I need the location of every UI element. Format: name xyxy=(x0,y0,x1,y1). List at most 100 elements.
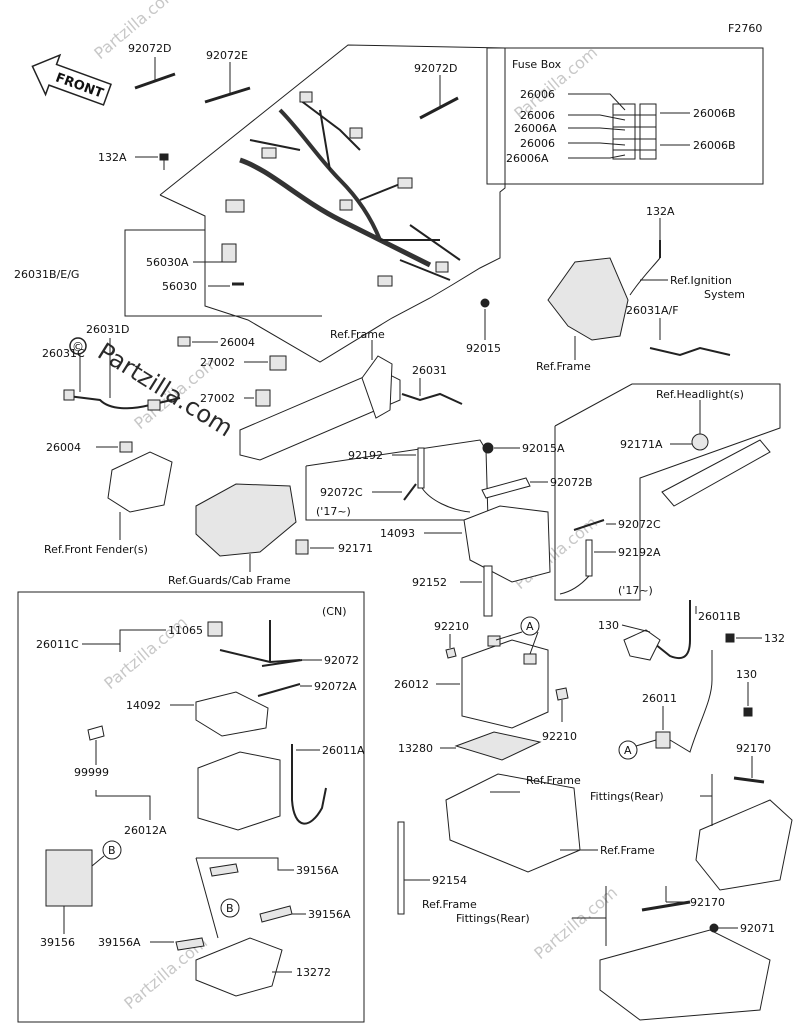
battery-box-outline xyxy=(305,439,489,521)
copyright-symbol: © xyxy=(72,340,84,354)
label-ref-frame-fit-1b: Fittings(Rear) xyxy=(590,790,664,803)
battery-terminal-b-icon xyxy=(523,653,537,665)
relay-27002-b-icon xyxy=(255,389,271,407)
label-26004-a: 26004 xyxy=(220,336,255,349)
front-fender-icon xyxy=(107,451,173,513)
bolt-132A-a-icon xyxy=(159,153,169,170)
sticker-39156A-b-icon xyxy=(259,905,293,923)
fuse-label-26006B-1: 26006B xyxy=(693,107,736,120)
harness-26031-icon xyxy=(401,392,463,405)
ref-A-a-leader xyxy=(495,631,523,641)
label-92210-a: 92210 xyxy=(434,620,469,633)
label-39156A-a: 39156A xyxy=(296,864,339,877)
battery-26012-icon xyxy=(461,639,549,729)
fuse-11065-icon xyxy=(207,621,223,637)
battery-26012A-leader xyxy=(95,790,151,820)
ref-B-b-circle xyxy=(220,898,240,918)
headlight-outline xyxy=(554,383,781,601)
ref-A-b-leader xyxy=(635,739,657,747)
fuse-label-26006-3: 26006 xyxy=(520,137,555,150)
hose-icon xyxy=(421,487,471,513)
hose-92192A-icon xyxy=(559,575,590,595)
label-26011C: 26011C xyxy=(36,638,79,651)
label-ref-frame-a: Ref.Frame xyxy=(536,360,591,373)
label-92072D-b: 92072D xyxy=(414,62,457,75)
ref-A-b-circle xyxy=(618,740,638,760)
fuse-box-leaders xyxy=(568,93,690,159)
label-92072: 92072 xyxy=(324,654,359,667)
ref-A-b: A xyxy=(624,744,632,757)
label-26011: 26011 xyxy=(642,692,677,705)
fuse-label-26006B-2: 26006B xyxy=(693,139,736,152)
label-132: 132 xyxy=(764,632,785,645)
ignition-wire-icon xyxy=(629,257,661,296)
cable-26011C-icon xyxy=(219,620,301,664)
label-132A-b: 132A xyxy=(646,205,675,218)
sticker-39156A-a-leader xyxy=(196,857,294,871)
label-13272: 13272 xyxy=(296,966,331,979)
nut-92015A-icon xyxy=(482,442,494,454)
label-39156A-c: 39156A xyxy=(98,936,141,949)
partzilla-watermark-large: Partzilla.com xyxy=(93,337,238,442)
label-39156: 39156 xyxy=(40,936,75,949)
label-92072B: 92072B xyxy=(550,476,593,489)
holder-14092-icon xyxy=(195,691,269,737)
harness-bracket xyxy=(124,229,322,317)
bolt-132-icon xyxy=(725,633,735,643)
label-26031BEG: 26031B/E/G xyxy=(14,268,79,281)
sticker-39156A-a-leader-2 xyxy=(195,857,219,939)
tie-92072D-b-icon xyxy=(419,96,459,120)
nut-92210-a-icon xyxy=(445,647,457,659)
label-ref-ignition-2: System xyxy=(704,288,745,301)
label-92192: 92192 xyxy=(348,449,383,462)
label-26031D: 26031D xyxy=(86,323,129,336)
bolt-130-a-leader xyxy=(621,624,651,633)
fuse-label-26006-1: 26006 xyxy=(520,88,555,101)
label-92072E: 92072E xyxy=(206,49,248,62)
ref-B-a-circle xyxy=(102,840,122,860)
label-17-a: ('17~) xyxy=(316,505,351,518)
label-92072C-a: 92072C xyxy=(320,486,363,499)
label-92170-a: 92170 xyxy=(736,742,771,755)
cap-26004-a-icon xyxy=(177,336,191,347)
label-92072D-a: 92072D xyxy=(128,42,171,55)
label-99999-icon xyxy=(87,725,105,741)
tube-92152-icon xyxy=(483,565,493,617)
cable-26011B-icon xyxy=(649,600,691,659)
label-26012: 26012 xyxy=(394,678,429,691)
cable-26011-icon xyxy=(655,731,671,749)
cable-26011C-leader xyxy=(82,629,166,645)
label-132A-a: 132A xyxy=(98,151,127,164)
cable-26011-wire xyxy=(669,679,713,753)
frame-post-icon xyxy=(361,355,393,419)
harness-outline xyxy=(159,44,506,363)
label-ref-ignition-1: Ref.Ignition xyxy=(670,274,732,287)
clip-56030A-icon xyxy=(221,243,237,263)
rear-fitting-lower-icon xyxy=(599,929,771,1021)
cable-26011A-icon xyxy=(291,744,327,825)
clip-92071-icon xyxy=(709,923,719,933)
label-92071: 92071 xyxy=(740,922,775,935)
label-CN: (CN) xyxy=(322,605,347,618)
fuse-label-26006A-2: 26006A xyxy=(506,152,549,165)
ref-frame-fit-2-bracket xyxy=(572,886,607,946)
tube-92192A-icon xyxy=(585,539,593,577)
label-56030: 56030 xyxy=(162,280,197,293)
clamp-92171A-icon xyxy=(691,433,709,451)
label-92015: 92015 xyxy=(466,342,501,355)
label-ref-frame-fit-2a: Ref.Frame xyxy=(422,898,477,911)
label-92210-b: 92210 xyxy=(542,730,577,743)
label-92072A: 92072A xyxy=(314,680,357,693)
label-92152: 92152 xyxy=(412,576,447,589)
main-wiring-harness xyxy=(225,91,461,287)
sticker-39156A-a-icon xyxy=(209,863,239,877)
label-92015A: 92015A xyxy=(522,442,565,455)
label-56030A: 56030A xyxy=(146,256,189,269)
tie-92072C-a-icon xyxy=(403,483,417,501)
ref-frame-fit-1-bracket xyxy=(700,774,713,826)
label-ref-guards: Ref.Guards/Cab Frame xyxy=(168,574,291,587)
ref-A-a-leader-2 xyxy=(529,631,539,655)
tie-92072A-icon xyxy=(257,683,301,697)
bracket-92072B-icon xyxy=(481,477,531,499)
